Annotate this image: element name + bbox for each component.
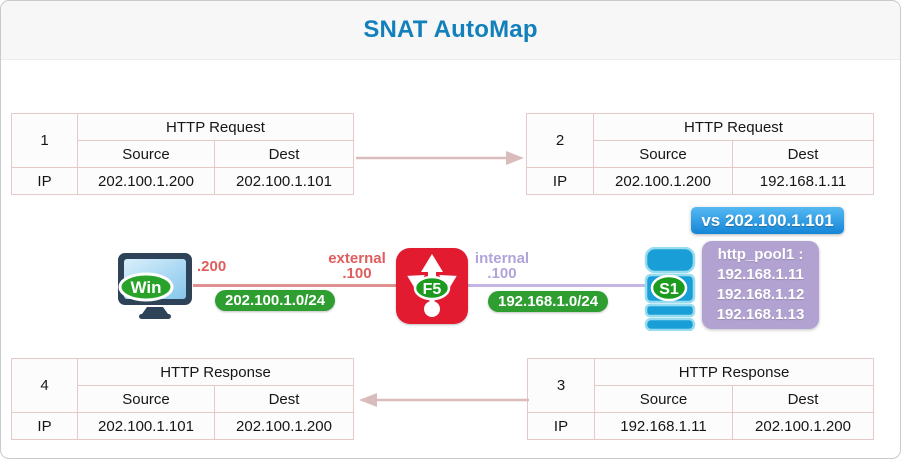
dest-ip: 202.100.1.101 [214, 167, 354, 195]
step-number: 1 [11, 113, 78, 168]
pool-member: 192.168.1.12 [716, 286, 805, 303]
row-label: IP [526, 167, 594, 195]
dest-header: Dest [731, 385, 875, 413]
response-flow-arrow-icon [359, 393, 529, 407]
request-flow-arrow-icon [356, 151, 524, 165]
dest-ip: 202.100.1.200 [731, 412, 875, 440]
dest-ip: 192.168.1.11 [732, 167, 874, 195]
dest-header: Dest [213, 385, 355, 413]
server-badge [650, 274, 688, 302]
client-label: Win [130, 278, 161, 297]
dest-header: Dest [214, 140, 354, 168]
step-number: 3 [527, 358, 595, 413]
table-step1-http-request: 1 HTTP Request Source Dest IP 202.100.1.… [11, 113, 354, 195]
external-interface-label: external .100 [321, 251, 393, 281]
table-title: HTTP Request [77, 113, 354, 141]
table-title: HTTP Response [76, 358, 355, 386]
client-computer-icon: Win [118, 253, 192, 319]
f5-badge [413, 275, 451, 301]
source-ip: 202.100.1.200 [593, 167, 733, 195]
internal-vlan-label: internal [474, 250, 530, 267]
diagram-header: SNAT AutoMap [1, 1, 900, 60]
source-header: Source [77, 140, 215, 168]
pool-name: http_pool1 : [717, 246, 804, 263]
table-step4-http-response: 4 HTTP Response Source Dest IP 202.100.1… [11, 358, 355, 440]
internal-network-line [467, 284, 648, 287]
source-ip: 202.100.1.101 [77, 412, 215, 440]
pool-member: 192.168.1.11 [717, 266, 804, 283]
table-title: HTTP Request [593, 113, 874, 141]
source-header: Source [77, 385, 215, 413]
f5-label: F5 [423, 281, 442, 298]
row-label: IP [11, 412, 78, 440]
client-interface-label: .200 [197, 258, 227, 275]
table-title: HTTP Response [593, 358, 875, 386]
source-ip: 202.100.1.200 [77, 167, 215, 195]
external-selfip-label: .100 [342, 265, 372, 282]
virtual-server-badge: vs 202.100.1.101 [691, 207, 844, 234]
page-title: SNAT AutoMap [363, 16, 538, 43]
source-header: Source [593, 140, 733, 168]
internal-selfip-label: .100 [487, 265, 517, 282]
internal-interface-label: internal .100 [469, 251, 535, 281]
dest-ip: 202.100.1.200 [213, 412, 355, 440]
row-label: IP [527, 412, 595, 440]
external-network-line [193, 284, 396, 287]
pool-members-box: http_pool1 : 192.168.1.11 192.168.1.12 1… [702, 241, 819, 329]
pool-member: 192.168.1.13 [716, 306, 805, 323]
source-ip: 192.168.1.11 [594, 412, 733, 440]
step-number: 2 [526, 113, 594, 168]
table-step3-http-response: 3 HTTP Response Source Dest IP 192.168.1… [527, 358, 875, 440]
internal-network-badge: 192.168.1.0/24 [488, 291, 609, 312]
step-number: 4 [11, 358, 78, 413]
external-network-badge: 202.100.1.0/24 [215, 290, 336, 311]
server-label: S1 [659, 281, 679, 298]
table-step2-http-request: 2 HTTP Request Source Dest IP 202.100.1.… [526, 113, 874, 195]
client-badge [118, 272, 174, 302]
f5-loadbalancer-icon: F5 [396, 248, 468, 324]
row-label: IP [11, 167, 78, 195]
server-icon: S1 [644, 247, 696, 331]
dest-header: Dest [732, 140, 874, 168]
external-vlan-label: external [328, 250, 386, 267]
source-header: Source [594, 385, 733, 413]
